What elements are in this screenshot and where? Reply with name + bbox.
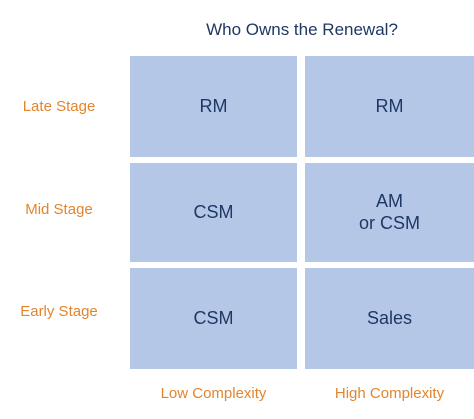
matrix-title: Who Owns the Renewal? <box>206 20 398 39</box>
column-label-low-complexity: Low Complexity <box>160 385 267 402</box>
cell-early-low: CSM <box>130 268 297 369</box>
cell-late-high: RM <box>305 56 474 157</box>
row-label-early-stage: Early Stage <box>20 303 98 320</box>
cell-early-high: Sales <box>305 268 474 369</box>
row-label-mid-stage: Mid Stage <box>25 201 93 218</box>
cell-mid-low: CSM <box>130 163 297 262</box>
row-label-late-stage: Late Stage <box>22 98 96 115</box>
cell-late-low: RM <box>130 56 297 157</box>
column-label-high-complexity: High Complexity <box>334 385 445 402</box>
cell-mid-high: AM or CSM <box>305 163 474 262</box>
